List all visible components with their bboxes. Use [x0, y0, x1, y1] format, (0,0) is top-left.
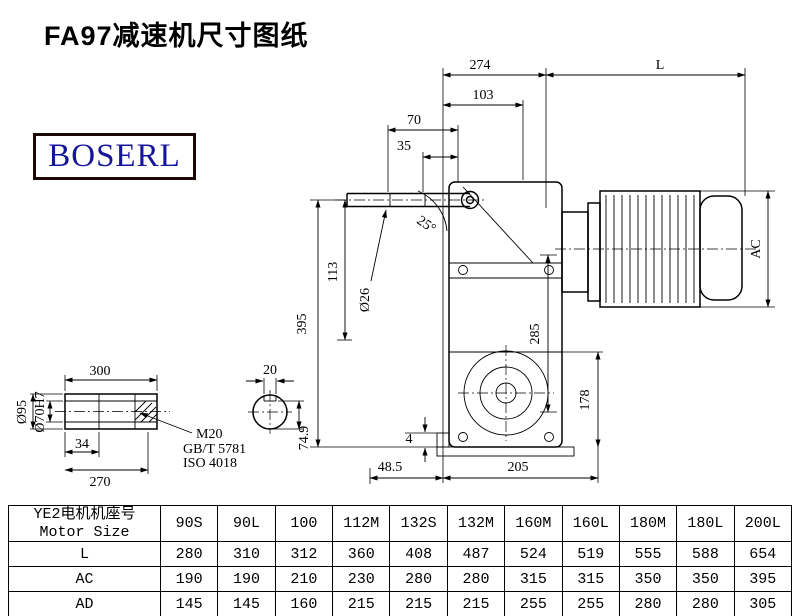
cell: 145	[159, 591, 219, 616]
col-header: 200L	[733, 505, 793, 542]
table-row-AD: AD 145 145 160 215 215 215 255 255 280 2…	[8, 591, 793, 616]
dim-34-label: 34	[75, 437, 89, 452]
dimension-labels: 274 L 103 70 35 25° 395 113 Ø26 285 AC 1…	[15, 58, 764, 490]
dim-48-5-label: 48.5	[378, 460, 403, 475]
dim-L-label: L	[656, 58, 665, 73]
centerlines	[55, 199, 758, 441]
cell: 315	[504, 566, 563, 592]
col-header: 90L	[217, 505, 276, 542]
boserl-logo: BOSERL	[33, 133, 196, 180]
cell: 350	[618, 566, 678, 592]
cell: 215	[332, 591, 391, 616]
dim-dia95-label: Ø95	[15, 400, 30, 424]
header-motor-size-cn: YE2电机机座号	[33, 506, 136, 524]
cell: 310	[217, 541, 276, 567]
motor-fins	[605, 195, 695, 303]
dim-AC-label: AC	[749, 239, 764, 258]
page-title: FA97减速机尺寸图纸	[44, 21, 309, 51]
cell: 215	[389, 591, 448, 616]
cell: 280	[618, 591, 678, 616]
cell: 519	[561, 541, 620, 567]
cell: 408	[389, 541, 448, 567]
dim-113-label: 113	[326, 262, 341, 282]
header-motor-size-en: Motor Size	[39, 523, 130, 541]
cell: 280	[159, 541, 219, 567]
col-header: 112M	[332, 505, 391, 542]
dim-300-label: 300	[90, 364, 111, 379]
boserl-logo-text: BOSERL	[48, 138, 181, 174]
col-header: 132M	[446, 505, 506, 542]
cell: 190	[217, 566, 276, 592]
label-gbt5781: GB/T 5781	[183, 442, 246, 457]
row-label: AD	[8, 591, 161, 616]
cell: 280	[389, 566, 448, 592]
cell: 315	[561, 566, 620, 592]
cell: 280	[676, 591, 735, 616]
cell: 654	[733, 541, 793, 567]
dim-4-label: 4	[406, 432, 413, 447]
cell: 395	[733, 566, 793, 592]
row-label: AC	[8, 566, 161, 592]
table-row-AC: AC 190 190 210 230 280 280 315 315 350 3…	[8, 566, 793, 592]
cell: 588	[676, 541, 735, 567]
col-header: 100	[274, 505, 334, 542]
cell: 305	[733, 591, 793, 616]
dim-103-label: 103	[473, 88, 494, 103]
cell: 255	[504, 591, 563, 616]
col-header: 90S	[159, 505, 219, 542]
cell: 360	[332, 541, 391, 567]
cell: 255	[561, 591, 620, 616]
col-header: 160M	[504, 505, 563, 542]
table-row-L: L 280 310 312 360 408 487 524 519 555 58…	[8, 541, 793, 567]
label-m20: M20	[196, 427, 222, 442]
dim-25deg-label: 25°	[414, 213, 439, 237]
table-header-row: YE2电机机座号 Motor Size 90S 90L 100 112M 132…	[8, 505, 793, 542]
dim-35-label: 35	[397, 139, 411, 154]
dim-dia26-label: Ø26	[358, 288, 373, 312]
col-header: 180L	[676, 505, 735, 542]
dimension-drawing: 274 L 103 70 35 25° 395 113 Ø26 285 AC 1…	[15, 58, 775, 490]
cell: 487	[446, 541, 506, 567]
cell: 230	[332, 566, 391, 592]
cell: 524	[504, 541, 563, 567]
cell: 190	[159, 566, 219, 592]
dim-dia70h7-label: Ø70H7	[33, 391, 48, 432]
dim-270-label: 270	[90, 475, 111, 490]
cell: 555	[618, 541, 678, 567]
gearbox-housing	[346, 181, 563, 448]
cell: 145	[217, 591, 276, 616]
extension-lines	[30, 68, 775, 484]
col-header: 132S	[389, 505, 448, 542]
cell: 280	[446, 566, 506, 592]
dim-285-label: 285	[528, 324, 543, 345]
cell: 160	[274, 591, 334, 616]
label-iso4018: ISO 4018	[183, 456, 237, 471]
cell: 350	[676, 566, 735, 592]
row-label: L	[8, 541, 161, 567]
dim-205-label: 205	[508, 460, 529, 475]
col-header: 180M	[618, 505, 678, 542]
dim-70-label: 70	[407, 113, 421, 128]
header-motor-size: YE2电机机座号 Motor Size	[8, 505, 161, 542]
dim-395-label: 395	[295, 314, 310, 335]
dimension-lines	[30, 72, 771, 481]
col-header: 160L	[561, 505, 620, 542]
motor-size-table: YE2电机机座号 Motor Size 90S 90L 100 112M 132…	[8, 505, 793, 616]
dim-274-label: 274	[470, 58, 491, 73]
cell: 215	[446, 591, 506, 616]
dim-20-label: 20	[263, 363, 277, 378]
cell: 312	[274, 541, 334, 567]
dim-74-9-label: 74.9	[297, 426, 312, 451]
cell: 210	[274, 566, 334, 592]
dim-178-label: 178	[578, 390, 593, 411]
